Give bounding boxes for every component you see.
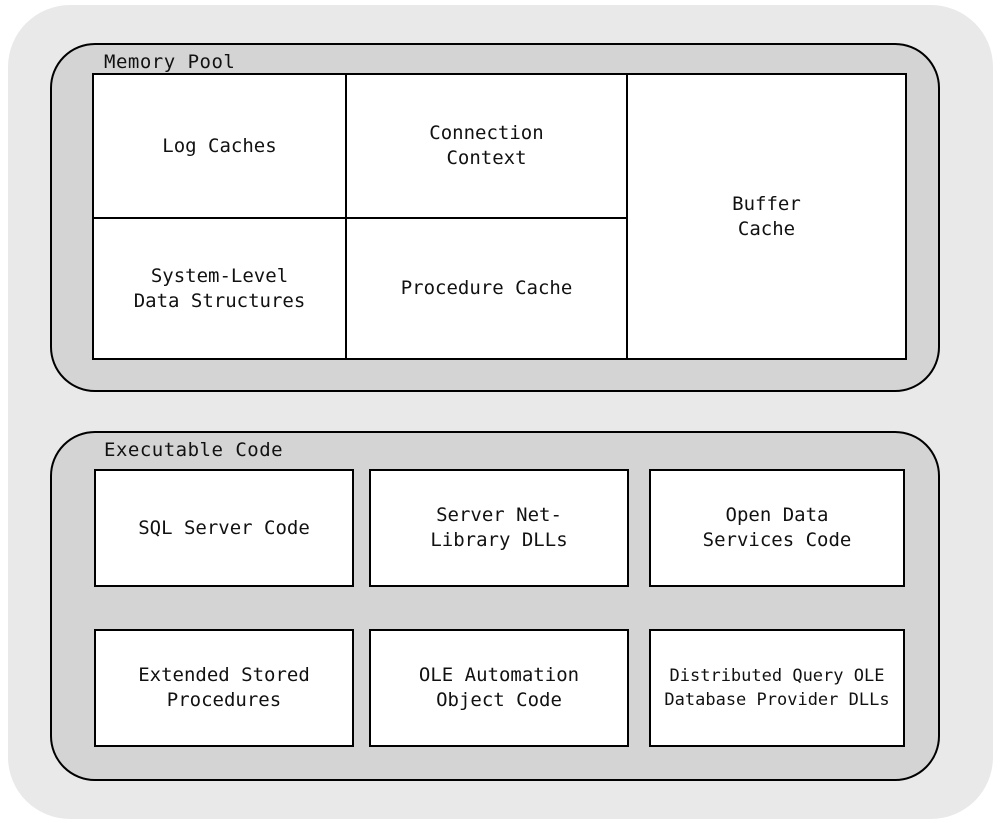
log-caches-box: Log Caches: [94, 75, 347, 219]
procedure-cache-box: Procedure Cache: [347, 219, 628, 358]
procedure-cache-label: Procedure Cache: [400, 277, 573, 299]
connection-context-box: Connection Context: [347, 75, 628, 219]
ole-automation-object-code-box: OLE Automation Object Code: [369, 629, 629, 747]
server-net-library-dlls-box: Server Net- Library DLLs: [369, 469, 629, 587]
sql-server-code-label: SQL Server Code: [138, 516, 310, 539]
buffer-cache-label: Buffer Cache: [732, 192, 801, 240]
connection-context-label: Connection Context: [429, 122, 544, 169]
ole-automation-object-code-label: OLE Automation Object Code: [418, 664, 580, 711]
open-data-services-code-label: Open Data Services Code: [702, 504, 852, 551]
executable-code-title: Executable Code: [104, 439, 284, 461]
distributed-query-ole-database-provider-dlls-label: Distributed Query OLE Database Provider …: [664, 666, 890, 710]
executable-code-panel: Executable Code SQL Server Code Server N…: [50, 431, 940, 781]
buffer-cache-box: Buffer Cache: [628, 75, 905, 358]
memory-pool-title: Memory Pool: [104, 51, 236, 73]
system-level-data-structures-box: System-Level Data Structures: [94, 219, 347, 358]
log-caches-label: Log Caches: [162, 134, 277, 157]
open-data-services-code-box: Open Data Services Code: [649, 469, 905, 587]
memory-pool-grid: Log Caches Connection Context Buffer Cac…: [92, 73, 907, 360]
sql-server-code-box: SQL Server Code: [94, 469, 354, 587]
system-level-data-structures-label: System-Level Data Structures: [133, 264, 306, 312]
outer-rounded-container: Memory Pool Log Caches Connection Contex…: [8, 5, 993, 819]
memory-pool-panel: Memory Pool Log Caches Connection Contex…: [50, 43, 940, 392]
extended-stored-procedures-box: Extended Stored Procedures: [94, 629, 354, 747]
extended-stored-procedures-label: Extended Stored Procedures: [138, 664, 310, 711]
distributed-query-ole-database-provider-dlls-box: Distributed Query OLE Database Provider …: [649, 629, 905, 747]
server-net-library-dlls-label: Server Net- Library DLLs: [430, 504, 568, 551]
